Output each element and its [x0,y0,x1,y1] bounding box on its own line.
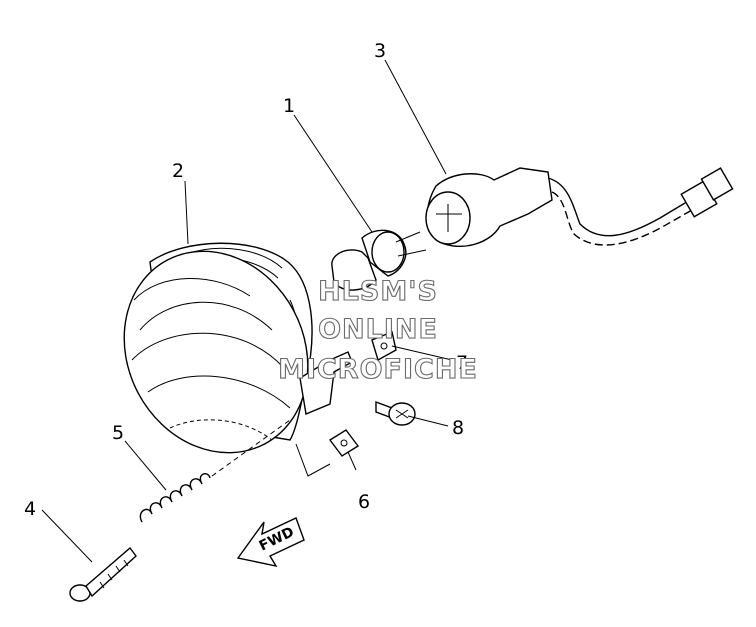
callout-5: 5 [112,422,124,444]
callout-1: 1 [283,95,295,117]
watermark: HLSM'S ONLINE MICROFICHE [278,275,478,385]
watermark-line-2: ONLINE [318,314,438,345]
screw [375,400,416,426]
callout-4: 4 [24,498,36,520]
callout-8: 8 [452,417,464,439]
watermark-line-1: HLSM'S [318,276,438,307]
square-nut [328,429,360,457]
headlight-housing [123,242,353,477]
callout-3: 3 [374,40,386,62]
callout-6: 6 [358,491,370,513]
bulb-socket-with-cord [425,167,734,247]
watermark-line-3: MICROFICHE [278,354,478,385]
adjusting-spring [139,419,291,523]
bulb [331,229,427,291]
callout-2: 2 [172,160,184,182]
fwd-arrow-icon: FWD [236,517,305,568]
leader-lines [41,59,453,563]
callout-7: 7 [456,352,468,374]
adjusting-screw [69,546,137,602]
clip-nut [371,331,397,362]
